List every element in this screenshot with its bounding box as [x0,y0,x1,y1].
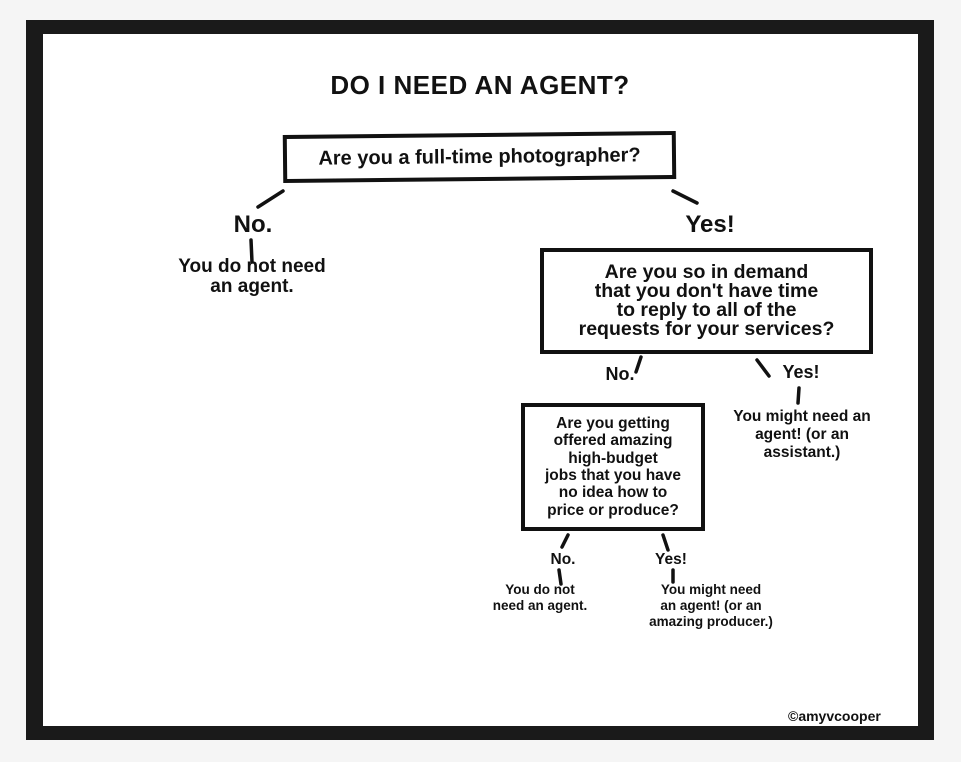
page-title: DO I NEED AN AGENT? [330,70,630,100]
connector-q1-no [256,189,285,209]
connector-q2-yes [755,358,771,378]
question-in-demand: Are you so in demand that you don't have… [540,248,873,354]
connector-q2-no [634,355,643,374]
connector-q3-yes [661,533,670,552]
answer-might-need-assistant: You might need an agent! (or an assistan… [733,408,871,461]
answer-label-demand-no: No. [605,364,635,384]
connector-q3-no [560,533,570,549]
question-high-budget-jobs: Are you getting offered amazing high-bud… [521,403,705,531]
connector-no-answer [249,238,254,264]
copyright-credit: ©amyvcooper [788,708,881,724]
answer-label-budget-yes: Yes! [655,551,687,568]
connector-yes-answer [796,386,801,405]
answer-label-demand-yes: Yes! [782,362,820,382]
answer-no-agent-small: You do not need an agent. [492,582,588,614]
answer-might-need-producer: You might need an agent! (or an amazing … [649,582,773,630]
answer-no-agent: You do not need an agent. [178,256,326,297]
answer-label-yes: Yes! [685,211,735,238]
connector-q1-yes [671,189,699,205]
question-full-time-photographer: Are you a full-time photographer? [282,130,677,184]
answer-label-no: No. [233,211,273,238]
connector-q3-no-answer [557,568,563,586]
answer-label-budget-no: No. [550,551,576,568]
